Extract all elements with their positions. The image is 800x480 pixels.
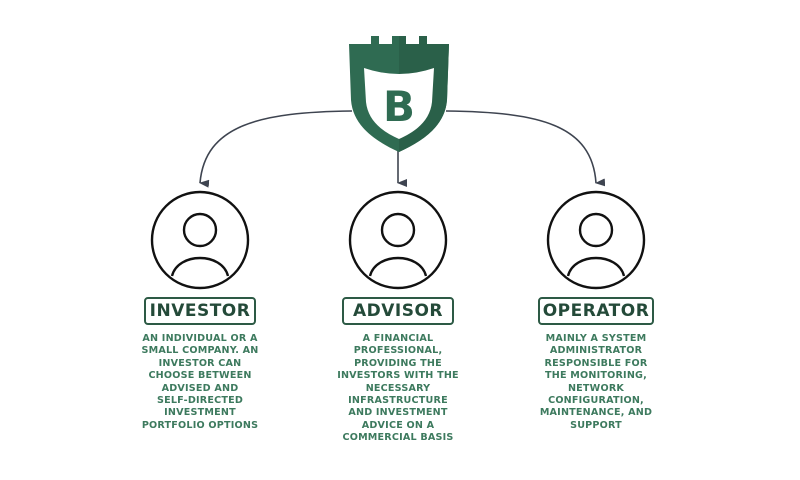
- investor-user-icon: [150, 190, 250, 290]
- operator-title: OPERATOR: [538, 297, 654, 325]
- advisor-title: ADVISOR: [342, 297, 454, 325]
- arrow-to-investor: [199, 110, 353, 188]
- advisor-user-icon: [348, 190, 448, 290]
- advisor-description: A FINANCIAL PROFESSIONAL, PROVIDING THE …: [337, 333, 459, 444]
- arrow-to-operator: [445, 110, 606, 187]
- investor-title: INVESTOR: [144, 297, 256, 325]
- investor-description: AN INDIVIDUAL OR A SMALL COMPANY. AN INV…: [141, 333, 259, 431]
- logo-letter: B: [383, 82, 415, 131]
- castle-shield-logo-icon: B: [349, 36, 449, 152]
- operator-user-icon: [546, 190, 646, 290]
- operator-description: MAINLY A SYSTEM ADMINISTRATOR RESPONSIBL…: [539, 333, 653, 431]
